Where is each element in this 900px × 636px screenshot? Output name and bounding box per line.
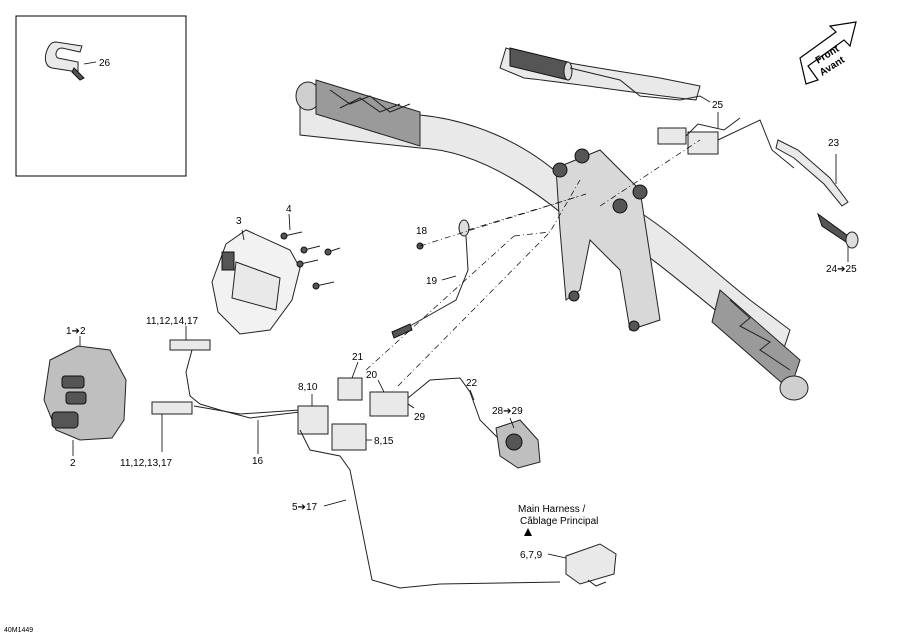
callout-6-7-9: 6,7,9	[520, 550, 543, 561]
callout-1-2: 1➔2	[66, 326, 86, 337]
front-arrow: Front Avant	[799, 21, 857, 85]
tube-part-23	[775, 139, 849, 207]
callout-23: 23	[828, 138, 840, 149]
main-harness-connector	[565, 543, 617, 587]
callout-5-17: 5➔17	[292, 502, 318, 513]
harness-note-line1: Main Harness /	[518, 504, 585, 515]
callout-8-10: 8,10	[298, 382, 318, 393]
callout-24-25: 24➔25	[826, 264, 857, 275]
switch-housing-part-1-2	[43, 345, 127, 441]
ground-wire-part-19	[391, 219, 470, 339]
callout-16: 16	[252, 456, 264, 467]
callout-11-12-14-17: 11,12,14,17	[146, 316, 199, 327]
grip-throttle	[509, 47, 573, 81]
callout-29: 29	[414, 412, 426, 423]
heater-part-24-25	[817, 212, 859, 249]
callout-11-12-13-17: 11,12,13,17	[120, 458, 173, 469]
callout-18: 18	[416, 226, 428, 237]
harness-direction-arrow	[524, 528, 532, 536]
callout-26: 26	[99, 58, 111, 69]
screws-part-4	[280, 231, 341, 290]
steering-riser	[552, 148, 661, 332]
inset-detail-box: 26	[15, 15, 187, 177]
callout-2: 2	[70, 458, 76, 469]
housing-part-3	[211, 229, 301, 335]
routing-lines	[365, 139, 701, 387]
figure-code: 40M1449	[4, 627, 33, 634]
connector-part-21	[337, 377, 363, 401]
callout-4: 4	[286, 204, 292, 215]
callout-28-29: 28➔29	[492, 406, 523, 417]
sub-harness-part-16	[151, 339, 561, 589]
grip-left	[295, 79, 421, 147]
callout-22: 22	[466, 378, 478, 389]
switch-part-28-29	[495, 419, 541, 469]
grip-right	[711, 289, 809, 401]
clip-part-26	[44, 41, 85, 81]
callout-19: 19	[426, 276, 438, 287]
connectors-part-25	[657, 117, 795, 169]
connector-part-20	[369, 377, 531, 447]
callout-8-15: 8,15	[374, 436, 394, 447]
callout-21: 21	[352, 352, 364, 363]
callout-20: 20	[366, 370, 378, 381]
callout-3: 3	[236, 216, 242, 227]
throttle-wire	[569, 67, 711, 103]
harness-note-line2: Câblage Principal	[520, 516, 598, 527]
callout-25: 25	[712, 100, 724, 111]
